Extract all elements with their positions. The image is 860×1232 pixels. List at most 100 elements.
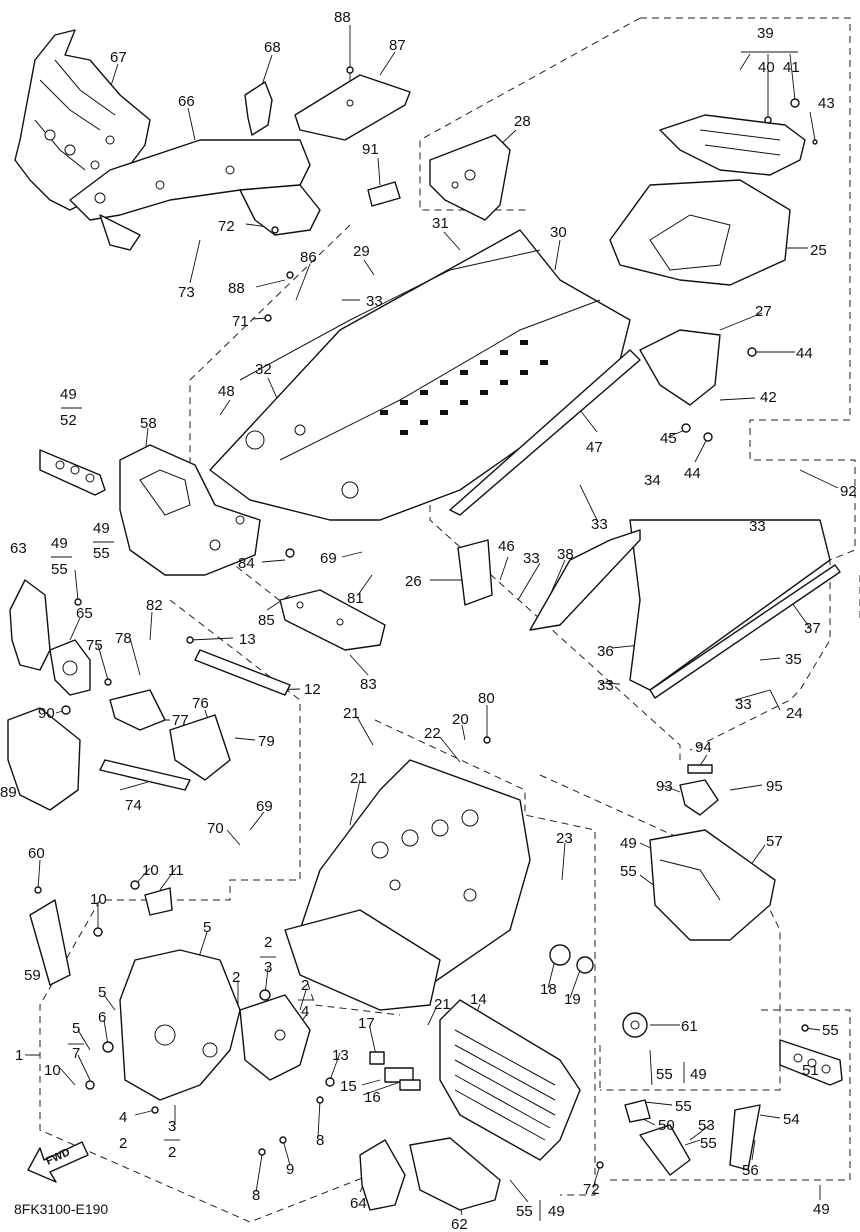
callout-47: 47 bbox=[586, 439, 603, 456]
callout-88: 88 bbox=[334, 9, 351, 26]
callout-95: 95 bbox=[766, 778, 783, 795]
callout-49: 49 bbox=[60, 386, 77, 403]
callout-23: 23 bbox=[556, 830, 573, 847]
part-65-plate bbox=[49, 639, 91, 696]
callout-21: 21 bbox=[434, 996, 451, 1013]
callout-3: 3 bbox=[168, 1118, 176, 1135]
callout-50: 50 bbox=[658, 1117, 675, 1134]
callout-31: 31 bbox=[432, 215, 449, 232]
callout-16: 16 bbox=[364, 1089, 381, 1106]
callout-86: 86 bbox=[300, 249, 317, 266]
callout-33: 33 bbox=[735, 696, 752, 713]
callout-85: 85 bbox=[258, 612, 275, 629]
part-12-rod bbox=[194, 649, 291, 696]
callout-78: 78 bbox=[115, 630, 132, 647]
part-15-16-17-bushings bbox=[369, 1051, 421, 1091]
callout-21: 21 bbox=[350, 770, 367, 787]
callout-41: 41 bbox=[783, 59, 800, 76]
callout-33: 33 bbox=[523, 550, 540, 567]
callout-25: 25 bbox=[810, 242, 827, 259]
callout-10: 10 bbox=[44, 1062, 61, 1079]
callout-75: 75 bbox=[86, 637, 103, 654]
callout-55: 55 bbox=[516, 1203, 533, 1220]
callout-26: 26 bbox=[405, 573, 422, 590]
callout-55: 55 bbox=[822, 1022, 839, 1039]
callout-67: 67 bbox=[110, 49, 127, 66]
callout-10: 10 bbox=[90, 891, 107, 908]
callout-72: 72 bbox=[583, 1181, 600, 1198]
callout-69: 69 bbox=[256, 798, 273, 815]
callout-81: 81 bbox=[347, 590, 364, 607]
callout-44: 44 bbox=[796, 345, 813, 362]
callout-59: 59 bbox=[24, 967, 41, 984]
callout-7: 7 bbox=[72, 1045, 80, 1062]
part-26-bracket bbox=[457, 539, 493, 606]
callout-55: 55 bbox=[51, 561, 68, 578]
main-chassis-tunnel bbox=[209, 229, 641, 521]
part-28-bracket bbox=[429, 134, 511, 221]
callout-6: 6 bbox=[98, 1009, 106, 1026]
callout-34: 34 bbox=[644, 472, 661, 489]
callout-5: 5 bbox=[203, 919, 211, 936]
callout-49: 49 bbox=[813, 1201, 830, 1218]
callout-33: 33 bbox=[597, 677, 614, 694]
callout-90: 90 bbox=[38, 705, 55, 722]
callout-3: 3 bbox=[264, 959, 272, 976]
callout-14: 14 bbox=[470, 991, 487, 1008]
callout-64: 64 bbox=[350, 1195, 367, 1212]
callout-27: 27 bbox=[755, 303, 772, 320]
fasteners bbox=[34, 66, 818, 1169]
callout-65: 65 bbox=[76, 605, 93, 622]
callout-17: 17 bbox=[358, 1015, 375, 1032]
callout-94: 94 bbox=[695, 739, 712, 756]
callout-80: 80 bbox=[478, 690, 495, 707]
callout-13: 13 bbox=[239, 631, 256, 648]
callout-11: 11 bbox=[168, 862, 184, 879]
callout-87: 87 bbox=[389, 37, 406, 54]
fraction-bars bbox=[30, 51, 798, 1221]
callout-5: 5 bbox=[72, 1020, 80, 1037]
callout-44: 44 bbox=[684, 465, 701, 482]
callout-19: 19 bbox=[564, 991, 581, 1008]
callout-83: 83 bbox=[360, 676, 377, 693]
part-34-37-rails bbox=[529, 519, 841, 699]
callout-9: 9 bbox=[286, 1161, 294, 1178]
callout-55: 55 bbox=[700, 1135, 717, 1152]
callout-37: 37 bbox=[804, 620, 821, 637]
callout-58: 58 bbox=[140, 415, 157, 432]
part-51-plate bbox=[779, 1039, 843, 1086]
callout-70: 70 bbox=[207, 820, 224, 837]
callout-55: 55 bbox=[656, 1066, 673, 1083]
callout-76: 76 bbox=[192, 695, 209, 712]
callout-33: 33 bbox=[366, 293, 383, 310]
callout-39: 39 bbox=[757, 25, 774, 42]
part-39-tail-bracket bbox=[659, 114, 806, 176]
callout-93: 93 bbox=[656, 778, 673, 795]
part-67-front-frame bbox=[14, 29, 151, 211]
part-57-bracket bbox=[649, 829, 776, 941]
callout-32: 32 bbox=[255, 361, 272, 378]
callout-77: 77 bbox=[172, 712, 189, 729]
callout-84: 84 bbox=[238, 555, 255, 572]
fwd-arrow-icon: FWD bbox=[27, 1141, 89, 1183]
part-83-tray bbox=[279, 589, 386, 651]
callout-43: 43 bbox=[818, 95, 835, 112]
part-22-front-frame bbox=[284, 759, 531, 1011]
part-91-label bbox=[367, 181, 401, 207]
callout-71: 71 bbox=[232, 313, 249, 330]
callout-12: 12 bbox=[304, 681, 321, 698]
callout-labels: 67 66 68 88 87 39 40 41 43 28 91 31 30 2… bbox=[0, 9, 857, 1232]
part-53-54-brackets bbox=[624, 1099, 761, 1176]
callout-91: 91 bbox=[362, 141, 379, 158]
callout-72: 72 bbox=[218, 218, 235, 235]
callout-13: 13 bbox=[332, 1047, 349, 1064]
callout-33: 33 bbox=[749, 518, 766, 535]
callout-66: 66 bbox=[178, 93, 195, 110]
callout-69: 69 bbox=[320, 550, 337, 567]
callout-53: 53 bbox=[698, 1117, 715, 1134]
callout-2: 2 bbox=[168, 1144, 176, 1161]
part-25-cover bbox=[609, 179, 791, 286]
callout-51: 51 bbox=[802, 1062, 819, 1079]
callout-60: 60 bbox=[28, 845, 45, 862]
